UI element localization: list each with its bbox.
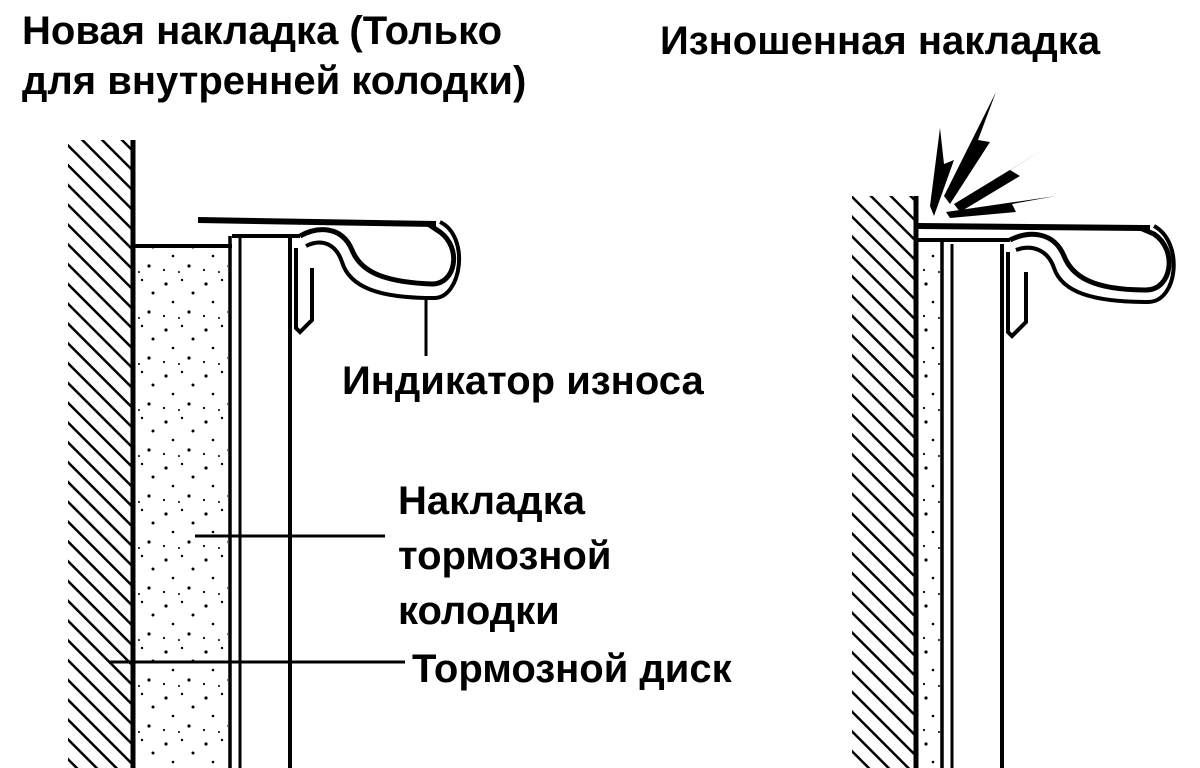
worn-shim-top-plate bbox=[917, 223, 1151, 231]
new-pad-title-line-1: Новая накладка (Только bbox=[22, 9, 503, 53]
shim-top-plate bbox=[197, 217, 437, 227]
squeal-noise-icon bbox=[930, 92, 1056, 218]
new-pad-title: Новая накладка (Только для внутренней ко… bbox=[22, 6, 526, 106]
worn-caliper-wall-hatch bbox=[852, 196, 914, 768]
brake-disc-label: Тормозной диск bbox=[412, 647, 732, 691]
worn-pad-assembly bbox=[852, 196, 1176, 768]
brake-pad-lining bbox=[135, 246, 228, 768]
caliper-wall-hatch bbox=[68, 140, 132, 768]
new-pad-assembly bbox=[68, 140, 462, 768]
worn-pad-title: Изношенная накладка bbox=[660, 19, 1101, 63]
wear-indicator-tab bbox=[294, 248, 314, 335]
wear-indicator-spring-inner bbox=[305, 220, 462, 301]
worn-wear-indicator-spring bbox=[1008, 225, 1172, 293]
wear-indicator-spring bbox=[298, 221, 457, 287]
worn-wear-indicator-tab bbox=[1006, 252, 1028, 339]
brake-pad-lining-label-line-2: тормозной bbox=[398, 534, 612, 578]
brake-pad-lining-label-line-3: колодки bbox=[398, 589, 560, 633]
new-pad-title-line-2: для внутренней колодки) bbox=[22, 59, 527, 103]
wear-indicator-label: Индикатор износа bbox=[342, 359, 704, 403]
brake-pad-lining-label-line-1: Накладка bbox=[398, 479, 585, 523]
worn-lining bbox=[918, 252, 940, 768]
worn-wear-indicator-spring-inner bbox=[1015, 224, 1176, 305]
brake-pad-lining-label: Накладка тормозной колодки bbox=[398, 474, 611, 639]
